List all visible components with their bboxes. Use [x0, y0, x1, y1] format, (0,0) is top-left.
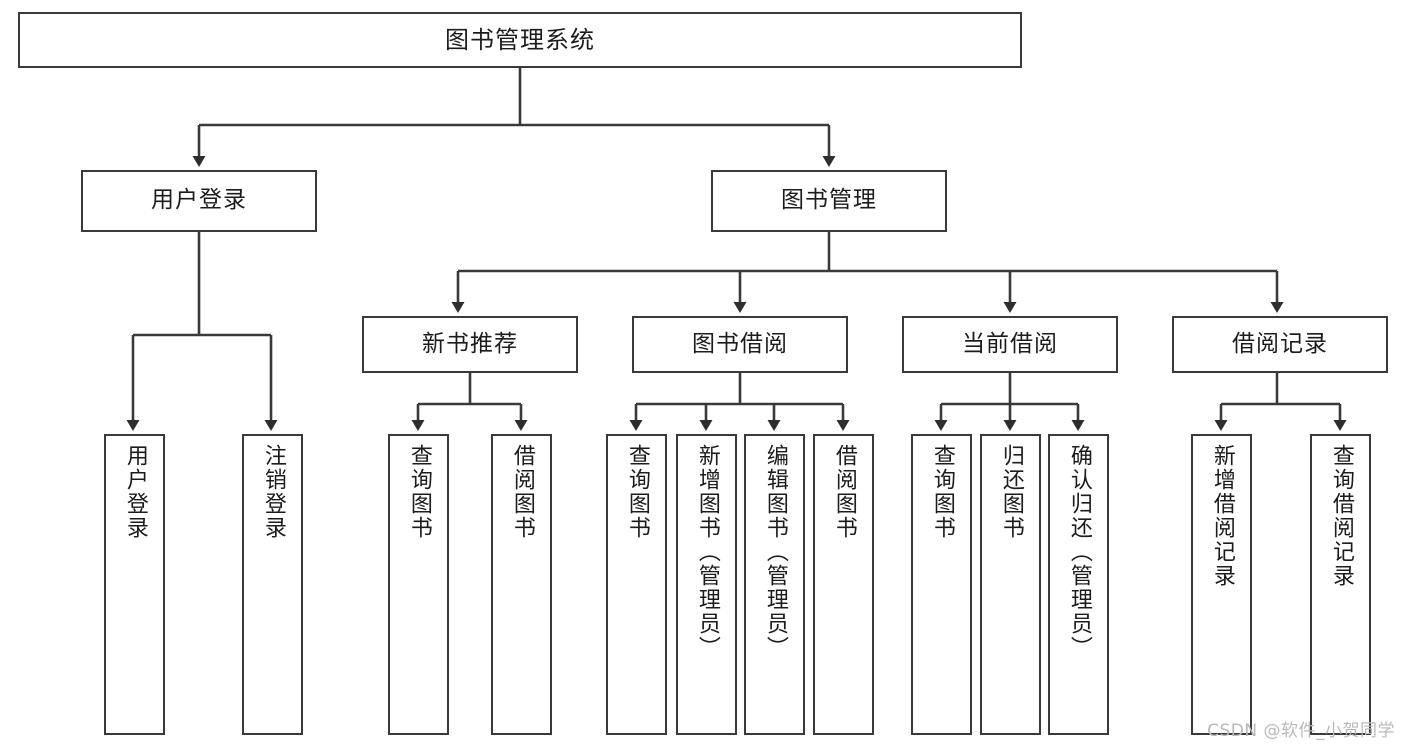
node-leaf-user-login[interactable]: 用户登录 — [104, 434, 165, 735]
node-user-login[interactable]: 用户登录 — [81, 170, 317, 232]
node-leaf-add-book-label: 新增图书（管理员） — [694, 444, 720, 660]
node-leaf-borrow-book-2[interactable]: 借阅图书 — [813, 434, 874, 735]
node-leaf-query-book-1[interactable]: 查询图书 — [388, 434, 449, 735]
node-borrow-record-label: 借阅记录 — [1232, 330, 1328, 357]
node-leaf-borrow-book-1[interactable]: 借阅图书 — [491, 434, 552, 735]
node-book-borrow[interactable]: 图书借阅 — [632, 316, 848, 373]
node-book-manage[interactable]: 图书管理 — [711, 170, 947, 232]
node-leaf-query-book-2[interactable]: 查询图书 — [606, 434, 667, 735]
node-book-manage-label: 图书管理 — [781, 187, 877, 214]
node-leaf-query-record-label: 查询借阅记录 — [1328, 444, 1354, 588]
node-leaf-borrow-book-2-label: 借阅图书 — [831, 444, 857, 540]
node-borrow-record[interactable]: 借阅记录 — [1172, 316, 1388, 373]
node-current-borrow[interactable]: 当前借阅 — [902, 316, 1118, 373]
node-leaf-user-login-label: 用户登录 — [122, 444, 148, 540]
node-leaf-add-record[interactable]: 新增借阅记录 — [1191, 434, 1252, 735]
node-leaf-query-book-1-label: 查询图书 — [406, 444, 432, 540]
node-leaf-logout-login[interactable]: 注销登录 — [242, 434, 303, 735]
node-leaf-logout-login-label: 注销登录 — [260, 444, 286, 540]
node-leaf-return-book[interactable]: 归还图书 — [980, 434, 1041, 735]
node-leaf-edit-book-label: 编辑图书（管理员） — [762, 444, 788, 660]
node-root-label: 图书管理系统 — [445, 25, 595, 54]
node-leaf-borrow-book-1-label: 借阅图书 — [509, 444, 535, 540]
node-new-book-recommend[interactable]: 新书推荐 — [362, 316, 578, 373]
node-leaf-confirm-return-label: 确认归还（管理员） — [1066, 444, 1092, 660]
node-leaf-query-book-3-label: 查询图书 — [929, 444, 955, 540]
node-leaf-query-record[interactable]: 查询借阅记录 — [1310, 434, 1371, 735]
node-leaf-add-record-label: 新增借阅记录 — [1209, 444, 1235, 588]
node-leaf-query-book-2-label: 查询图书 — [624, 444, 650, 540]
node-user-login-label: 用户登录 — [151, 187, 247, 214]
node-book-borrow-label: 图书借阅 — [692, 330, 788, 357]
node-leaf-edit-book[interactable]: 编辑图书（管理员） — [744, 434, 805, 735]
node-current-borrow-label: 当前借阅 — [962, 330, 1058, 357]
node-leaf-query-book-3[interactable]: 查询图书 — [911, 434, 972, 735]
node-leaf-return-book-label: 归还图书 — [998, 444, 1024, 540]
node-root[interactable]: 图书管理系统 — [18, 12, 1022, 68]
node-new-book-recommend-label: 新书推荐 — [422, 330, 518, 357]
node-leaf-add-book[interactable]: 新增图书（管理员） — [676, 434, 737, 735]
csdn-watermark: CSDN @软件_小贺同学 — [1207, 721, 1395, 741]
node-leaf-confirm-return[interactable]: 确认归还（管理员） — [1048, 434, 1109, 735]
